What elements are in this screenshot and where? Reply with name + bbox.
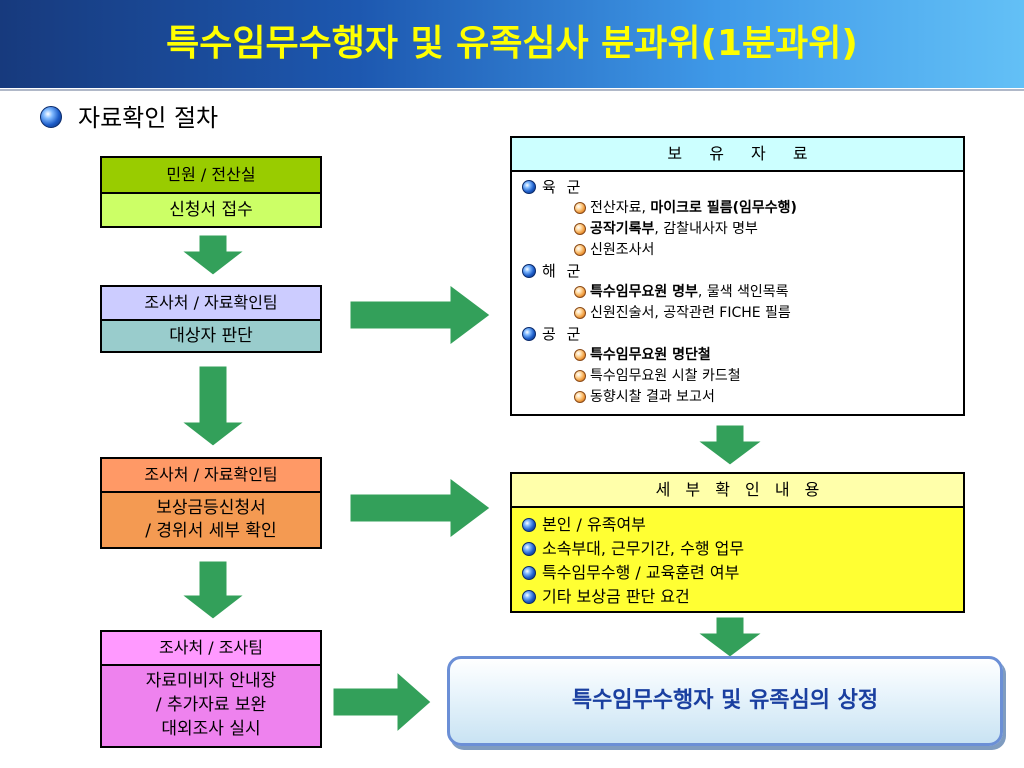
arrow-right-icon xyxy=(333,672,431,732)
orange-ball-bullet-icon xyxy=(574,202,586,214)
flow-box-2-body: 대상자 판단 xyxy=(102,321,320,351)
orange-ball-bullet-icon xyxy=(574,286,586,298)
records-item: 전산자료, 마이크로 필름(임무수행) xyxy=(512,198,963,219)
flow-box-4-header: 조사처 / 조사팀 xyxy=(102,632,320,666)
orange-ball-bullet-icon xyxy=(574,244,586,256)
records-item-text: , 감찰내사자 명부 xyxy=(654,221,758,237)
details-item: 소속부대, 근무기간, 수행 업무 xyxy=(512,537,963,561)
blue-ball-bullet-icon xyxy=(522,263,536,278)
arrow-down-icon xyxy=(182,561,244,619)
flow-box-4-body: 자료미비자 안내장 / 추가자료 보완 대외조사 실시 xyxy=(102,666,320,746)
flow-box-1-body: 신청서 접수 xyxy=(102,194,320,226)
records-item: 특수임무요원 명부, 물색 색인목록 xyxy=(512,282,963,303)
details-item-text: 기타 보상금 판단 요건 xyxy=(542,587,690,606)
section-heading: 자료확인 절차 xyxy=(40,98,218,133)
flow-box-4-line: 대외조사 실시 xyxy=(161,719,261,739)
records-box: 보 유 자 료 육 군 전산자료, 마이크로 필름(임무수행) 공작기록부, 감… xyxy=(510,136,965,416)
records-group-name: 공 군 xyxy=(542,325,581,343)
flow-box-3: 조사처 / 자료확인팀 보상금등신청서 / 경위서 세부 확인 xyxy=(100,457,322,549)
records-item-bold: 공작기록부 xyxy=(590,221,655,237)
blue-ball-bullet-icon xyxy=(522,517,536,532)
records-group: 육 군 xyxy=(512,177,963,198)
page-title: 특수임무수행자 및 유족심사 분과위(1분과위) xyxy=(166,23,858,64)
result-box: 특수임무수행자 및 유족심의 상정 xyxy=(447,656,1003,746)
flow-box-4: 조사처 / 조사팀 자료미비자 안내장 / 추가자료 보완 대외조사 실시 xyxy=(100,630,322,748)
flow-box-3-body: 보상금등신청서 / 경위서 세부 확인 xyxy=(102,493,320,547)
orange-ball-bullet-icon xyxy=(574,307,586,319)
details-header: 세 부 확 인 내 용 xyxy=(512,474,963,508)
flow-box-4-line: / 추가자료 보완 xyxy=(155,695,267,715)
records-item-bold: 특수임무요원 명부 xyxy=(590,284,698,300)
arrow-down-icon xyxy=(182,366,244,446)
flow-box-3-line: 보상금등신청서 xyxy=(156,498,266,518)
records-item-bold: 특수임무요원 명단철 xyxy=(590,347,711,363)
flow-box-4-line: 자료미비자 안내장 xyxy=(145,671,277,691)
records-header: 보 유 자 료 xyxy=(512,138,963,172)
details-item: 특수임무수행 / 교육훈련 여부 xyxy=(512,561,963,585)
records-group-name: 육 군 xyxy=(542,178,581,196)
flow-box-1-header: 민원 / 전산실 xyxy=(102,158,320,194)
blue-ball-bullet-icon xyxy=(522,565,536,580)
flow-box-1: 민원 / 전산실 신청서 접수 xyxy=(100,156,322,228)
records-item-text: 동향시찰 결과 보고서 xyxy=(590,389,715,405)
title-bar: 특수임무수행자 및 유족심사 분과위(1분과위) xyxy=(0,0,1024,88)
section-heading-text: 자료확인 절차 xyxy=(78,104,219,132)
arrow-down-icon xyxy=(698,425,762,465)
flow-box-2-line: 대상자 판단 xyxy=(169,326,253,346)
orange-ball-bullet-icon xyxy=(574,349,586,361)
details-item-text: 특수임무수행 / 교육훈련 여부 xyxy=(542,563,740,582)
records-item: 공작기록부, 감찰내사자 명부 xyxy=(512,219,963,240)
details-box: 세 부 확 인 내 용 본인 / 유족여부 소속부대, 근무기간, 수행 업무 … xyxy=(510,472,965,613)
title-divider xyxy=(0,89,1024,91)
blue-ball-bullet-icon xyxy=(522,541,536,556)
details-item: 기타 보상금 판단 요건 xyxy=(512,585,963,609)
arrow-down-icon xyxy=(698,617,762,657)
records-item-text: 전산자료, xyxy=(590,200,651,216)
flow-box-3-line: / 경위서 세부 확인 xyxy=(145,521,277,541)
records-group: 해 군 xyxy=(512,261,963,282)
details-item: 본인 / 유족여부 xyxy=(512,513,963,537)
blue-ball-bullet-icon xyxy=(40,106,62,128)
records-item: 특수임무요원 시찰 카드철 xyxy=(512,366,963,387)
records-group: 공 군 xyxy=(512,324,963,345)
blue-ball-bullet-icon xyxy=(522,326,536,341)
flow-box-1-line: 신청서 접수 xyxy=(169,200,253,220)
flow-box-3-header: 조사처 / 자료확인팀 xyxy=(102,459,320,493)
details-item-text: 본인 / 유족여부 xyxy=(542,515,646,534)
records-item: 특수임무요원 명단철 xyxy=(512,345,963,366)
details-item-text: 소속부대, 근무기간, 수행 업무 xyxy=(542,539,745,558)
records-item: 신원조사서 xyxy=(512,240,963,261)
records-item-text: 신원진술서, 공작관련 FICHE 필름 xyxy=(590,305,791,321)
flow-box-2: 조사처 / 자료확인팀 대상자 판단 xyxy=(100,285,322,353)
arrow-down-icon xyxy=(182,235,244,275)
orange-ball-bullet-icon xyxy=(574,391,586,403)
records-item: 신원진술서, 공작관련 FICHE 필름 xyxy=(512,303,963,324)
orange-ball-bullet-icon xyxy=(574,370,586,382)
records-item-bold: 마이크로 필름(임무수행) xyxy=(650,200,797,216)
arrow-right-icon xyxy=(350,285,490,345)
records-item-text: 신원조사서 xyxy=(590,242,655,258)
records-item-text: , 물색 색인목록 xyxy=(697,284,789,300)
flow-box-2-header: 조사처 / 자료확인팀 xyxy=(102,287,320,321)
blue-ball-bullet-icon xyxy=(522,179,536,194)
records-group-name: 해 군 xyxy=(542,262,581,280)
records-list: 육 군 전산자료, 마이크로 필름(임무수행) 공작기록부, 감찰내사자 명부 … xyxy=(512,172,963,408)
arrow-right-icon xyxy=(350,478,490,538)
result-text: 특수임무수행자 및 유족심의 상정 xyxy=(571,688,879,713)
details-list: 본인 / 유족여부 소속부대, 근무기간, 수행 업무 특수임무수행 / 교육훈… xyxy=(512,508,963,609)
records-item-text: 특수임무요원 시찰 카드철 xyxy=(590,368,741,384)
orange-ball-bullet-icon xyxy=(574,223,586,235)
blue-ball-bullet-icon xyxy=(522,589,536,604)
records-item: 동향시찰 결과 보고서 xyxy=(512,387,963,408)
